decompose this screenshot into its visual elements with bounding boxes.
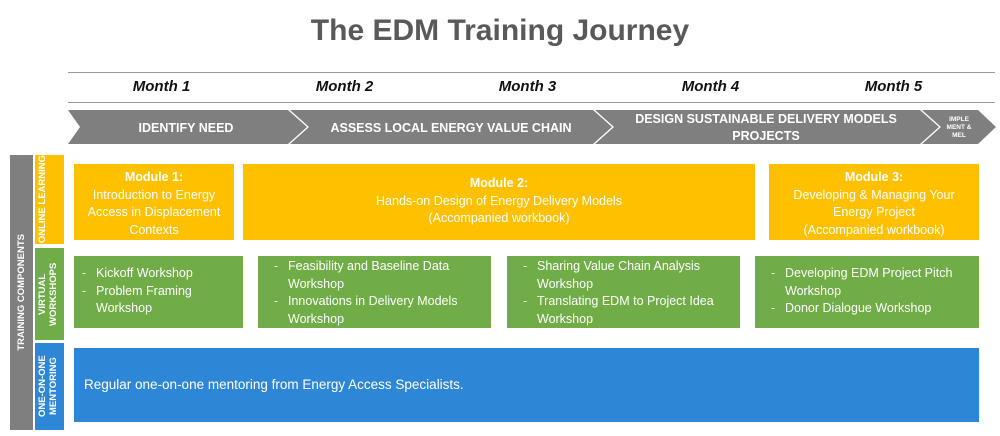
- workshop-card-1: Kickoff Workshop Problem Framing Worksho…: [74, 256, 243, 328]
- module-1-line: Access in Displacement: [87, 205, 221, 219]
- workshop-item: Innovations in Delivery Models Workshop: [272, 293, 485, 328]
- month-1-label: Month 1: [132, 78, 191, 95]
- module-1-line: Introduction to Energy: [92, 187, 216, 202]
- module-3-line: (Accompanied workbook): [803, 222, 945, 237]
- row-label-online-learning: ONLINE LEARNING: [35, 155, 64, 244]
- mentoring-card: Regular one-on-one mentoring from Energy…: [74, 348, 979, 422]
- workshop-item: Feasibility and Baseline Data Workshop: [272, 258, 485, 293]
- module-3-line: Energy Project: [833, 205, 915, 219]
- workshop-card-2: Feasibility and Baseline Data Workshop I…: [258, 256, 491, 328]
- module-3-line: Developing & Managing Your: [793, 187, 955, 202]
- workshop-item: Translating EDM to Project Idea Workshop: [521, 293, 734, 328]
- mentoring-label: ONE-ON-ONE MENTORING: [36, 355, 59, 418]
- module-1-line: Contexts: [129, 222, 179, 237]
- workshop-item: Kickoff Workshop: [80, 265, 237, 283]
- phase-arrows: [68, 110, 996, 144]
- month-2-label: Month 2: [315, 78, 374, 95]
- row-label-mentoring: ONE-ON-ONE MENTORING: [35, 343, 64, 430]
- module-3-card: Module 3: Developing & Managing Your Ene…: [769, 164, 979, 240]
- phase-arrow-assess-value-chain: [290, 110, 612, 144]
- workshop-item: Sharing Value Chain Analysis Workshop: [521, 258, 734, 293]
- training-components-bar: TRAINING COMPONENTS: [10, 155, 33, 430]
- diagram-title: The EDM Training Journey: [310, 14, 690, 47]
- module-2-title: Module 2:: [469, 176, 529, 190]
- month-3-label: Month 3: [498, 78, 557, 95]
- module-1-card: Module 1: Introduction to Energy Access …: [74, 164, 234, 240]
- phase-label-implement: IMPLE MENT & MEL: [946, 116, 972, 139]
- online-learning-label: ONLINE LEARNING: [36, 155, 48, 244]
- phase-label-identify-need: IDENTIFY NEED: [138, 120, 234, 135]
- workshop-card-4: Developing EDM Project Pitch Workshop Do…: [755, 256, 979, 328]
- phase-arrow-design-models: [595, 110, 939, 144]
- module-2-card: Module 2: Hands-on Design of Energy Deli…: [243, 164, 755, 240]
- module-3-title: Module 3:: [844, 170, 904, 184]
- training-components-label: TRAINING COMPONENTS: [16, 234, 27, 351]
- workshop-item: Problem Framing Workshop: [80, 283, 237, 318]
- phase-label-assess-value-chain: ASSESS LOCAL ENERGY VALUE CHAIN: [330, 120, 572, 135]
- workshop-card-3: Sharing Value Chain Analysis Workshop Tr…: [507, 256, 740, 328]
- month-row-bottom-rule: [68, 102, 995, 103]
- workshop-item: Donor Dialogue Workshop: [769, 300, 973, 318]
- virtual-workshops-label: VIRTUAL WORKSHOPS: [36, 262, 59, 326]
- module-2-line: Hands-on Design of Energy Delivery Model…: [376, 193, 622, 208]
- phase-arrow-implement: [922, 110, 996, 144]
- phase-arrow-identify-need: [68, 110, 307, 144]
- month-4-label: Month 4: [681, 78, 740, 95]
- module-1-title: Module 1:: [124, 170, 184, 184]
- workshop-item: Developing EDM Project Pitch Workshop: [769, 265, 973, 300]
- mentoring-text: Regular one-on-one mentoring from Energy…: [84, 377, 464, 392]
- month-row-top-rule: [68, 72, 995, 73]
- row-label-virtual-workshops: VIRTUAL WORKSHOPS: [35, 248, 64, 340]
- module-2-line: (Accompanied workbook): [428, 211, 570, 225]
- phase-label-design-models: DESIGN SUSTAINABLE DELIVERY MODELS PROJE…: [635, 112, 897, 143]
- month-5-label: Month 5: [864, 78, 923, 95]
